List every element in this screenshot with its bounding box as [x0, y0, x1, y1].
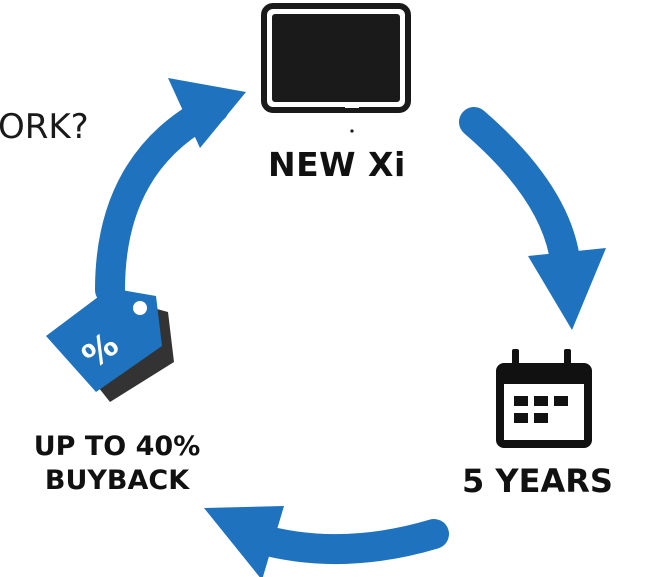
- cycle-arrow-bottom: [204, 506, 449, 577]
- five-years-label: 5 YEARS: [462, 462, 613, 500]
- buyback-label-line1: UP TO 40%: [33, 431, 201, 462]
- cycle-arrow-left: [95, 78, 246, 305]
- buyback-label-line2: BUYBACK: [44, 464, 190, 496]
- header-text-fragment: ORK?: [0, 107, 89, 147]
- cycle-arrow-right: [459, 107, 606, 330]
- calendar-icon: [496, 349, 592, 448]
- new-xi-label: NEW Xi: [268, 145, 406, 184]
- buyback-label: UP TO 40% BUYBACK: [12, 430, 222, 498]
- price-tag-icon: %: [46, 288, 174, 402]
- tablet-monitor-icon: [261, 3, 411, 133]
